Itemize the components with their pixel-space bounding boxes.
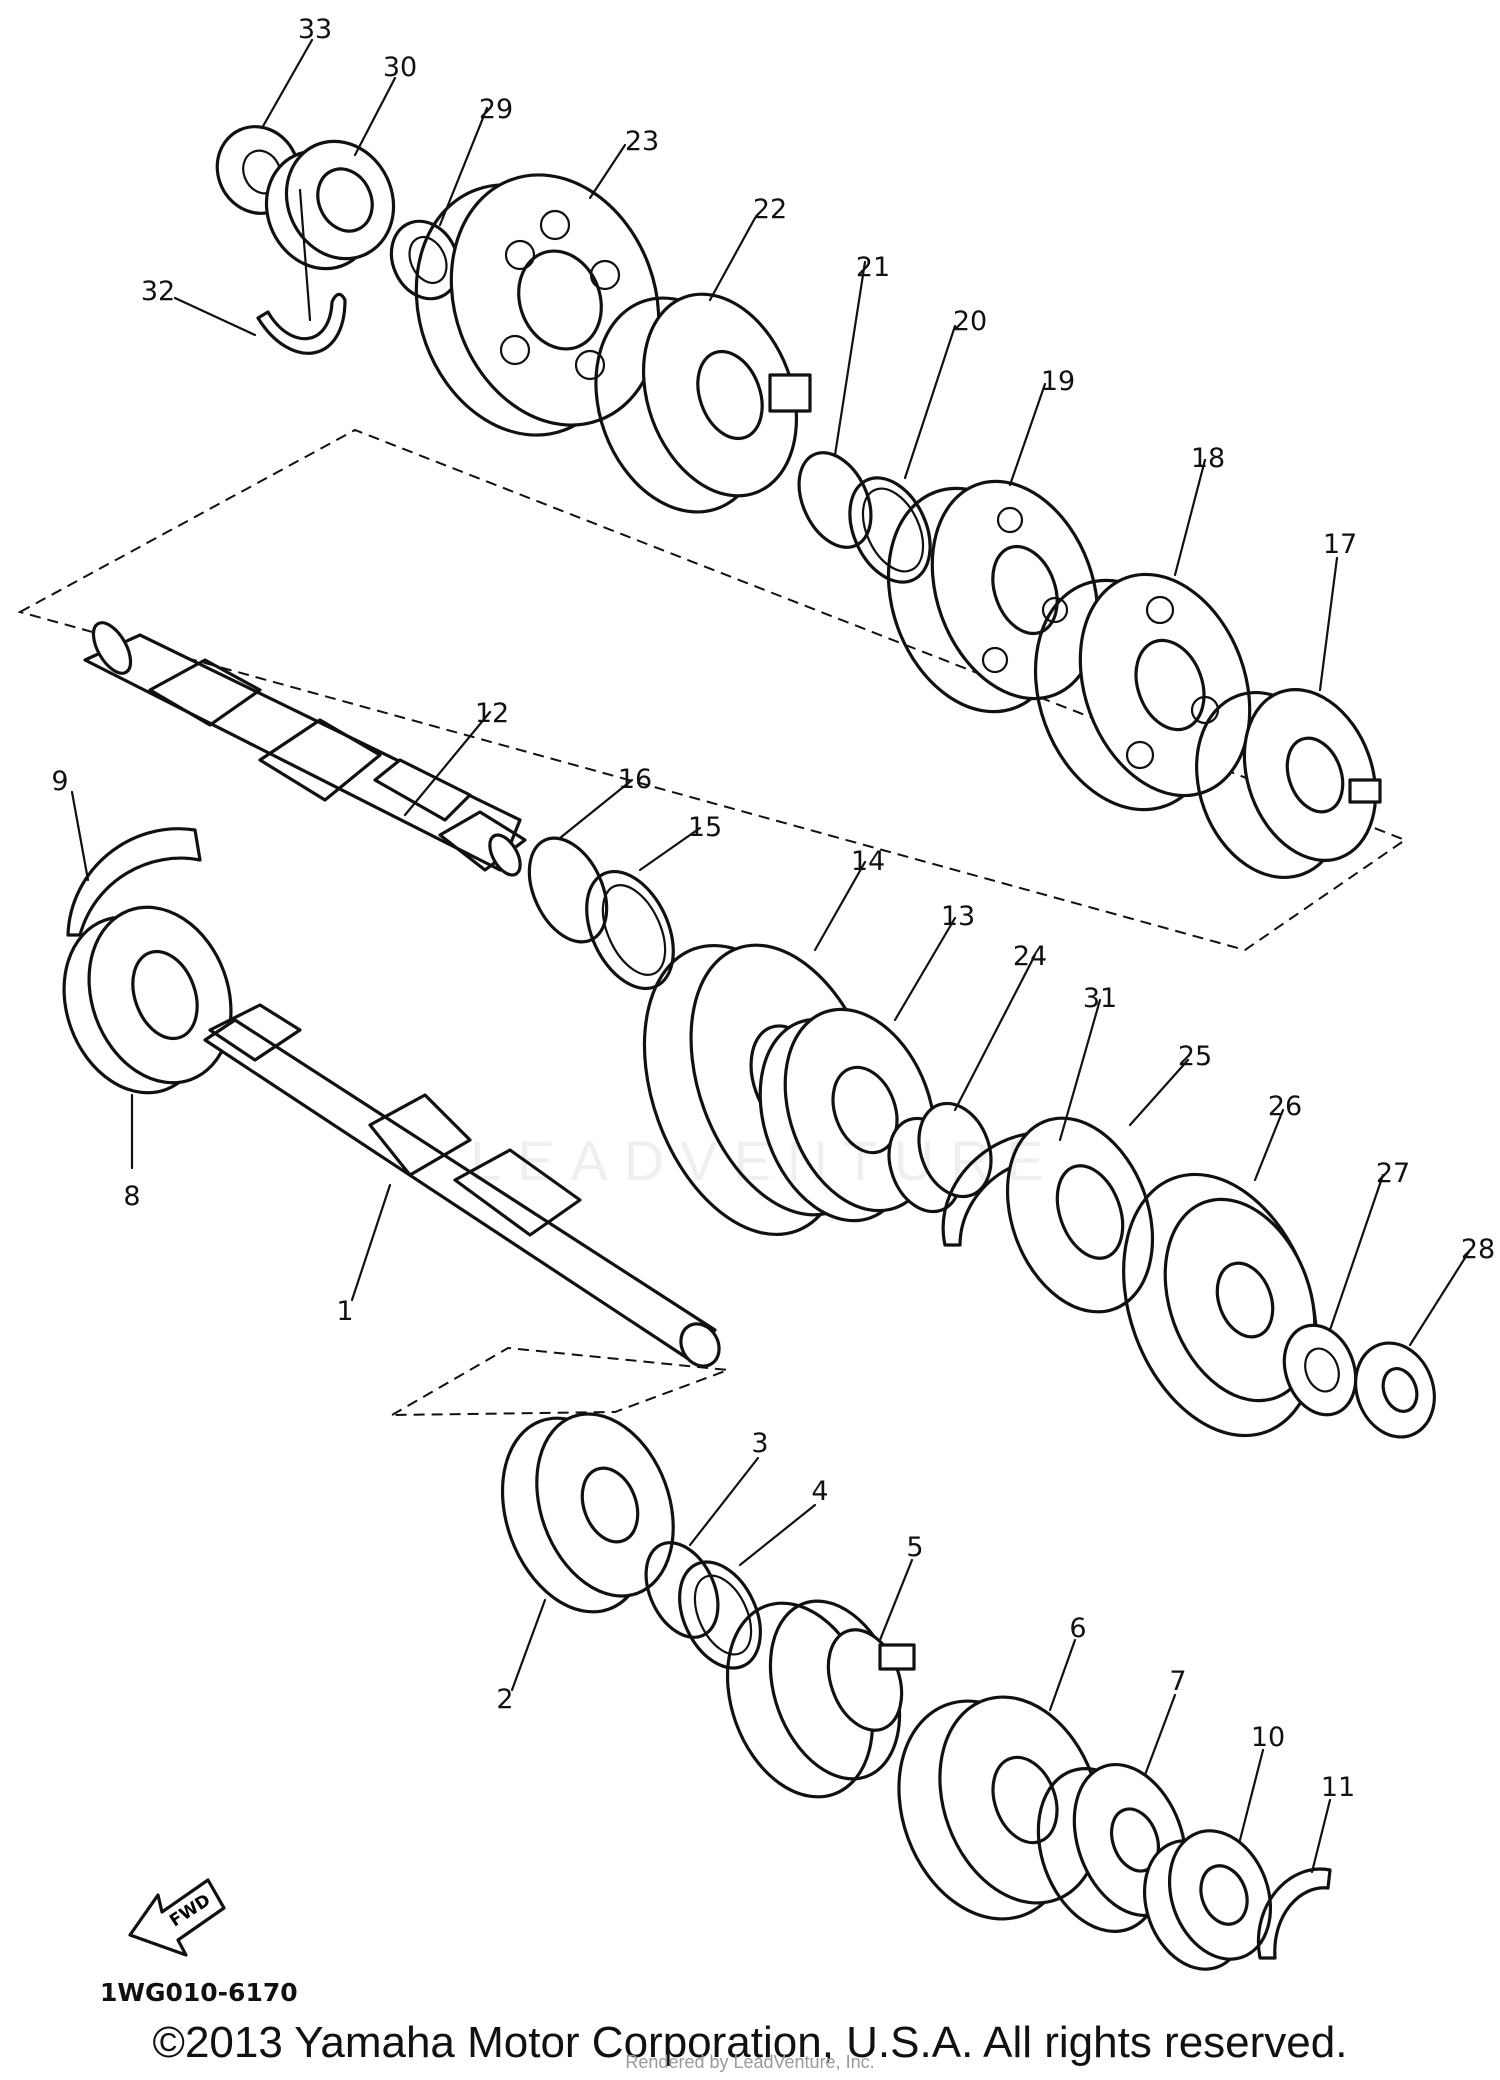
callout-26: 26 <box>1268 1091 1302 1122</box>
part-12-countershaft <box>83 621 527 877</box>
part-11-circlip <box>1256 1867 1332 1960</box>
part-4-washer <box>678 1560 762 1670</box>
countershaft-assembly-outline <box>17 428 1408 952</box>
callout-2: 2 <box>496 1684 513 1715</box>
forward-direction-arrow-icon: FWD <box>128 1878 226 1957</box>
part-22-gear <box>594 292 812 514</box>
callout-12: 12 <box>475 698 509 729</box>
part-32-circlip <box>256 292 347 355</box>
part-9-circlip <box>66 827 202 937</box>
part-30-bearing <box>264 139 396 271</box>
callout-5: 5 <box>906 1532 923 1563</box>
callout-23: 23 <box>625 126 659 157</box>
callout-17: 17 <box>1323 529 1357 560</box>
callout-9: 9 <box>51 766 68 797</box>
part-25-oil-seal <box>1005 1116 1155 1314</box>
leader-lines <box>70 38 1472 1874</box>
part-10-bearing <box>1142 1829 1273 1971</box>
callout-31: 31 <box>1083 983 1117 1014</box>
callout-21: 21 <box>856 252 890 283</box>
part-24-collar <box>887 1101 993 1214</box>
part-15-washer <box>585 869 675 991</box>
callout-32: 32 <box>141 276 175 307</box>
callout-25: 25 <box>1178 1041 1212 1072</box>
mainshaft-gear-group-outline <box>388 1346 729 1417</box>
callout-labels: 33 30 32 29 23 22 21 20 19 18 17 12 16 1… <box>51 14 1495 1803</box>
part-27-lock-washer <box>1282 1323 1358 1417</box>
part-1-mainshaft <box>203 1003 721 1368</box>
part-23-gear <box>414 173 661 437</box>
callout-3: 3 <box>751 1428 768 1459</box>
part-16-circlip <box>527 836 609 944</box>
callout-27: 27 <box>1376 1158 1410 1189</box>
watermark-text: LEADVENTURE <box>470 1129 1060 1192</box>
part-28-nut <box>1354 1341 1436 1439</box>
callout-33: 33 <box>298 14 332 45</box>
callout-1: 1 <box>336 1296 353 1327</box>
callout-14: 14 <box>851 846 885 877</box>
part-19-gear <box>886 479 1100 714</box>
callout-11: 11 <box>1321 1772 1355 1803</box>
callout-29: 29 <box>479 94 513 125</box>
callout-8: 8 <box>123 1181 140 1212</box>
copyright-notice: ©2013 Yamaha Motor Corporation, U.S.A. A… <box>152 2018 1348 2067</box>
part-17-gear <box>1195 688 1382 880</box>
callout-22: 22 <box>753 194 787 225</box>
callout-6: 6 <box>1069 1613 1086 1644</box>
callout-20: 20 <box>953 306 987 337</box>
callout-13: 13 <box>941 901 975 932</box>
callout-10: 10 <box>1251 1722 1285 1753</box>
callout-30: 30 <box>383 52 417 83</box>
rendered-by-credit: Rendered by LeadVenture, Inc. <box>625 2052 875 2072</box>
part-5-gear <box>725 1599 916 1799</box>
callout-19: 19 <box>1041 366 1075 397</box>
callout-15: 15 <box>688 812 722 843</box>
callout-16: 16 <box>618 764 652 795</box>
callout-7: 7 <box>1169 1666 1186 1697</box>
callout-18: 18 <box>1191 443 1225 474</box>
callout-24: 24 <box>1013 941 1047 972</box>
callout-4: 4 <box>811 1476 828 1507</box>
part-2-gear <box>500 1412 675 1614</box>
part-26-drive-sprocket <box>1122 1172 1318 1438</box>
diagram-code: 1WG010-6170 <box>100 1978 298 2007</box>
part-20-washer <box>848 476 932 584</box>
part-8-bearing <box>62 905 233 1095</box>
callout-28: 28 <box>1461 1234 1495 1265</box>
